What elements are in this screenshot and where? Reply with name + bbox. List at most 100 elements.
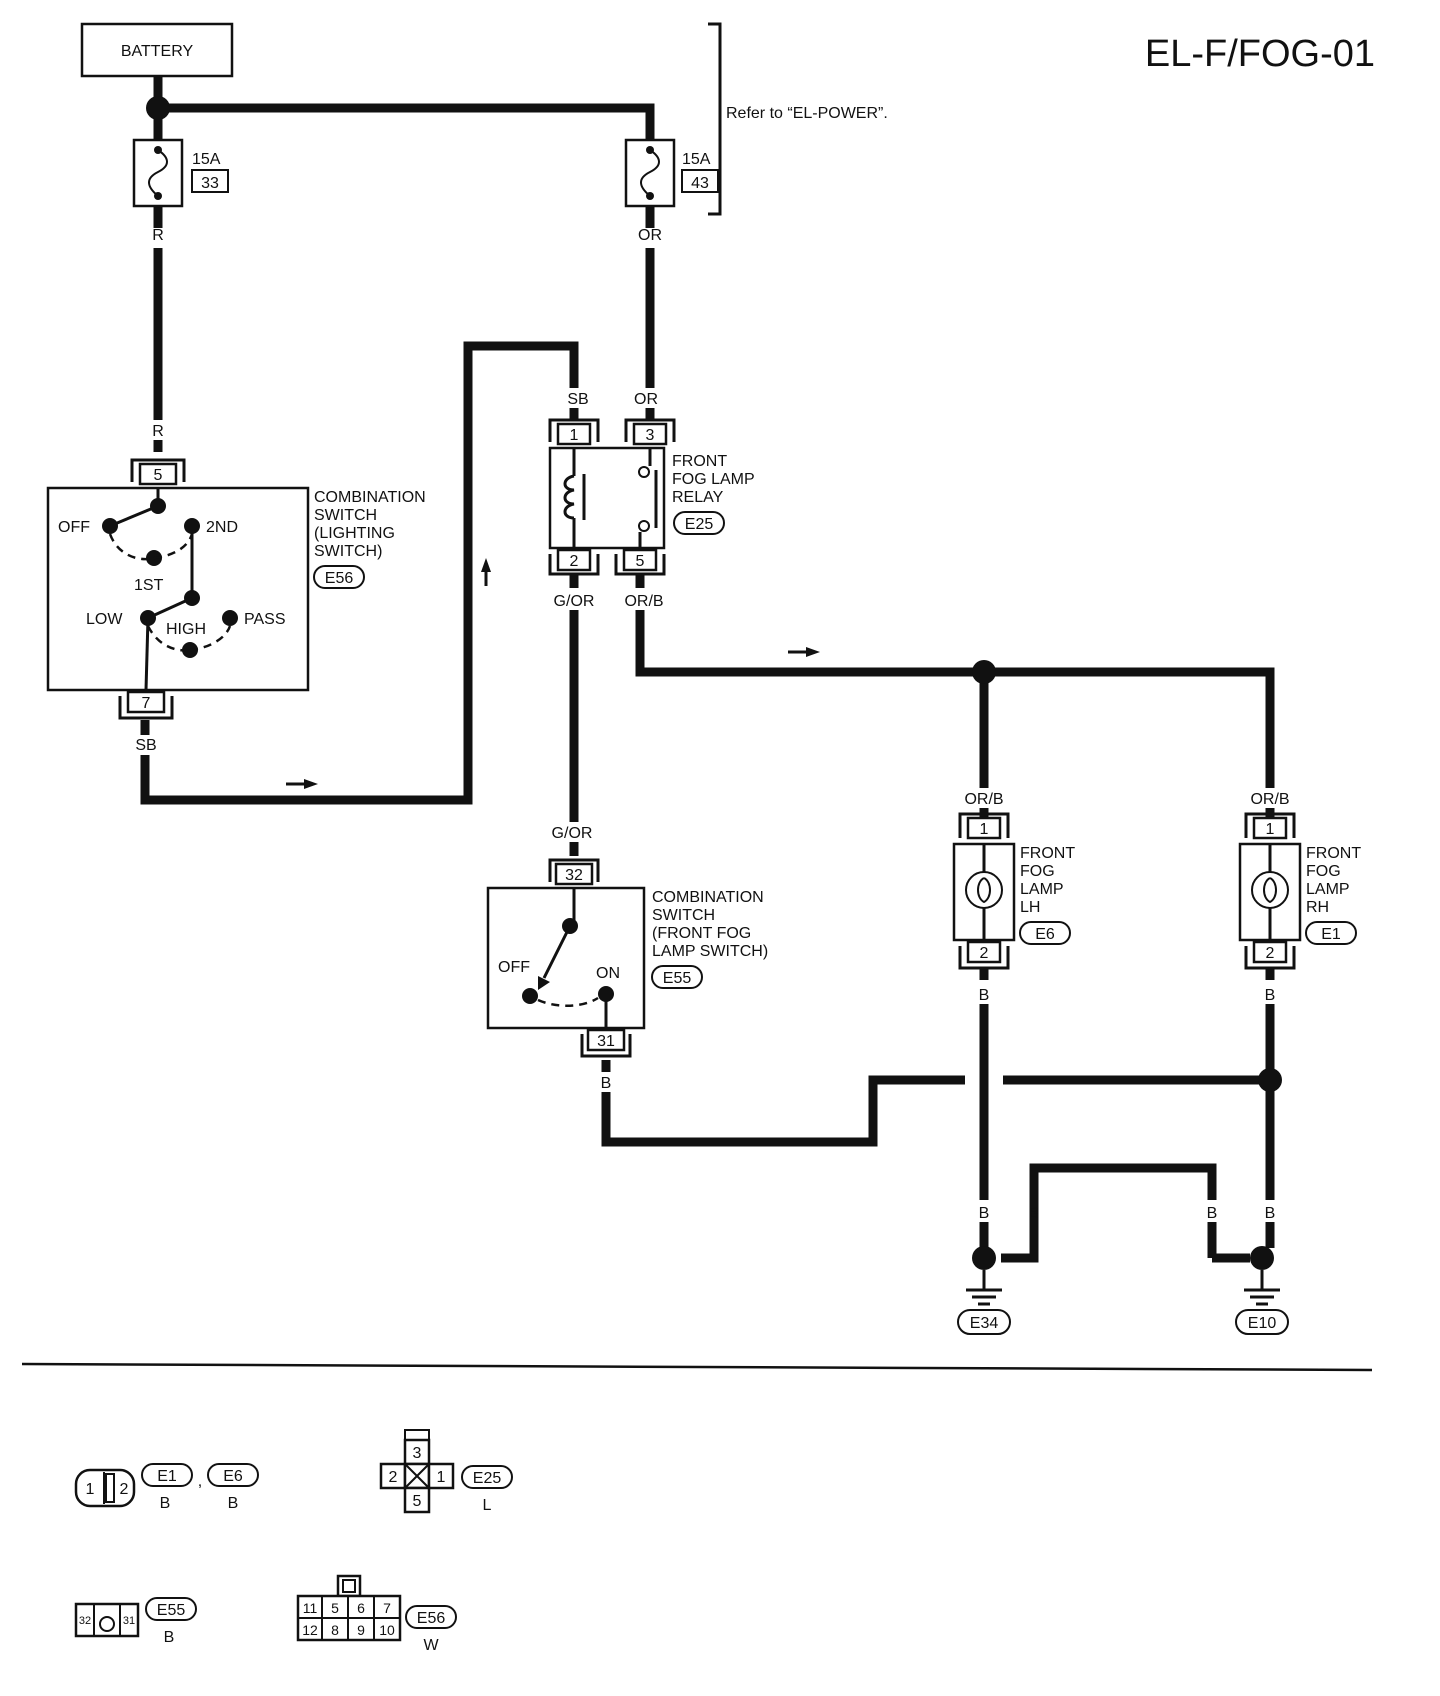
e1-e6-color-a: B [160,1495,171,1512]
wire-label-b-e10-b: B [1265,1205,1276,1222]
fuse-33-rating: 15A [192,151,221,168]
fog-switch-pin-31: 31 [597,1033,615,1050]
fuse-33: 15A 33 [132,138,229,208]
wire-label-or-bottom: OR [634,391,658,408]
lamp-lh-pin-2: 2 [980,945,989,962]
e25-pin-5: 5 [413,1493,422,1510]
lamp-rh-pin-2: 2 [1266,945,1275,962]
relay-pin-1: 1 [570,427,579,444]
lamp-rh-name-1: FRONT [1306,845,1361,862]
ground-e34: E34 [957,1246,1011,1335]
fog-switch-off: OFF [498,959,530,976]
lamp-rh-name-4: RH [1306,899,1329,916]
e56-pin-10: 10 [379,1622,395,1638]
lighting-switch-pass: PASS [244,611,286,628]
e55-color: B [164,1629,175,1646]
wire-label-sb-relay: SB [567,391,588,408]
lamp-lh-name-2: FOG [1020,863,1055,880]
e1-e6-separator: , [198,1473,202,1490]
fog-lamp-lh: 1 2 FRONT FOG LAMP LH E6 [952,812,1075,970]
lamp-rh-name-2: FOG [1306,863,1341,880]
fog-switch-pin-32: 32 [565,867,583,884]
lighting-switch-high: HIGH [166,621,206,638]
fog-lamp-rh: 1 2 FRONT FOG LAMP RH E1 [1238,812,1361,970]
e55-label: E55 [157,1602,186,1619]
relay-connector: E25 [685,516,714,533]
diagram-code: EL-F/FOG-01 [1145,33,1375,75]
fog-switch-on: ON [596,965,620,982]
e56-label: E56 [417,1610,446,1627]
wire-label-r-bottom: R [152,423,164,440]
wire-label-b-e34-a: B [979,1205,990,1222]
lighting-switch-name-1: COMBINATION [314,489,426,506]
lamp-rh-name-3: LAMP [1306,881,1350,898]
fuse-33-number: 33 [201,175,219,192]
fog-lamp-switch: 32 31 OFF ON COMBINATION SWITCH (FRONT F… [486,858,768,1058]
e25-pin-2: 2 [389,1469,398,1486]
lighting-switch-name-3: (LIGHTING [314,525,395,542]
ground-e34-label: E34 [970,1315,999,1332]
e56-pin-8: 8 [331,1622,339,1638]
e56-pin-7: 7 [383,1600,391,1616]
wire-label-sb-switch: SB [135,737,156,754]
current-arrows [286,558,820,789]
wire-label-r-top: R [152,227,164,244]
relay-pin-3: 3 [646,427,655,444]
fog-lamp-relay: 1 3 2 5 FRONT FOG LAMP RELAY E25 [548,418,755,576]
lighting-switch-2nd: 2ND [206,519,238,536]
lamp-lh-name-3: LAMP [1020,881,1064,898]
e25-color: L [483,1497,492,1514]
e25-pin-3: 3 [413,1445,422,1462]
lighting-switch-pin-5: 5 [154,467,163,484]
battery: BATTERY [80,22,234,78]
e1-e6-pin-1: 1 [86,1481,95,1498]
e56-pin-9: 9 [357,1622,365,1638]
ground-e10: E10 [1235,1246,1289,1335]
lighting-switch-off: OFF [58,519,90,536]
ground-splice [1258,1068,1282,1092]
e56-pin-12: 12 [302,1622,318,1638]
e25-label: E25 [473,1470,502,1487]
relay-name-3: RELAY [672,489,724,506]
lamp-lh-connector: E6 [1035,926,1055,943]
power-bracket [708,22,722,216]
wire-label-b-switch: B [601,1075,612,1092]
e25-pin-1: 1 [437,1469,446,1486]
relay-name-2: FOG LAMP [672,471,755,488]
e55-pin-31: 31 [123,1615,135,1627]
connector-view-e25: 3 2 1 5 E25 L [379,1429,513,1514]
fog-switch-name-2: SWITCH [652,907,715,924]
wire-labels: R R OR OR SB SB G/OR OR/B G/OR OR/B OR/B… [135,227,1289,1222]
fuse-43-number: 43 [691,175,709,192]
wire-label-b-e10-a: B [1207,1205,1218,1222]
lighting-switch-1st: 1ST [134,577,164,594]
lighting-switch-connector: E56 [325,570,354,587]
lighting-switch-name-4: SWITCH) [314,543,382,560]
lamp-rh-pin-1: 1 [1266,821,1275,838]
wire-label-b-rh: B [1265,987,1276,1004]
wire-label-or-b-relay: OR/B [624,593,663,610]
connector-view-e55: 32 31 E55 B [74,1597,197,1646]
wire-label-b-e34-b: B [1029,1205,1040,1222]
connector-view-e1-e6: 1 2 E1 , E6 B B [74,1463,259,1512]
battery-splice [146,96,170,120]
fuse-43: 15A 43 [624,138,719,208]
e56-pin-5: 5 [331,1600,339,1616]
fog-switch-name-1: COMBINATION [652,889,764,906]
battery-label: BATTERY [121,43,194,60]
relay-pin-5: 5 [636,553,645,570]
e1-e6-pin-2: 2 [120,1481,129,1498]
fuse-43-rating: 15A [682,151,711,168]
wires [140,76,1275,1263]
e56-pin-6: 6 [357,1600,365,1616]
wire-label-g-or-relay: G/OR [554,593,595,610]
lamp-lh-name-4: LH [1020,899,1040,916]
wire-label-b-lh: B [979,987,990,1004]
fog-switch-connector: E55 [663,970,692,987]
ground-e10-label: E10 [1248,1315,1277,1332]
section-divider [21,1362,1373,1372]
lamp-rh-connector: E1 [1321,926,1341,943]
e1-e6-label-b: E6 [223,1468,243,1485]
lamp-lh-pin-1: 1 [980,821,989,838]
